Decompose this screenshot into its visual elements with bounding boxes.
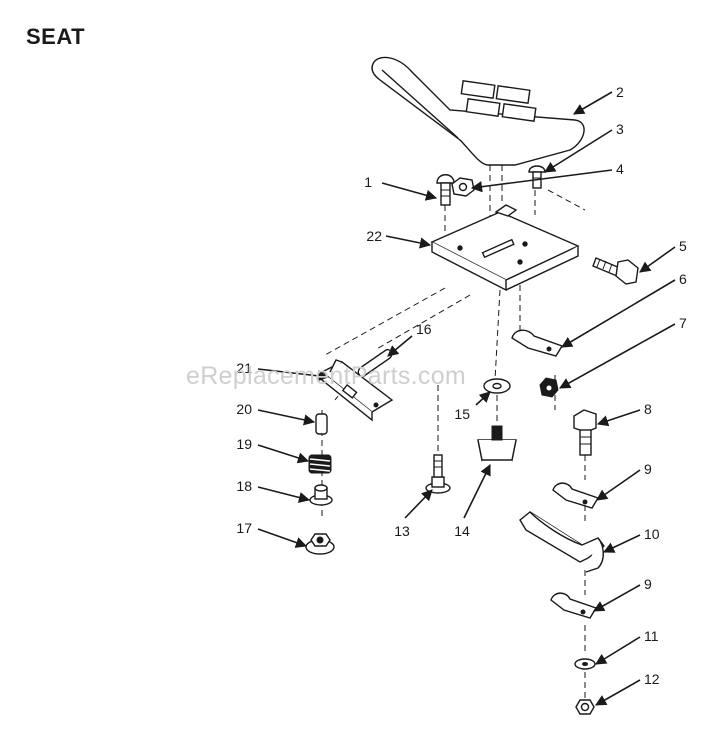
lock-nut-part — [539, 377, 559, 398]
clip-lower-part — [550, 592, 598, 619]
seat-knob-part — [477, 425, 517, 462]
seat-bolt-part — [528, 165, 546, 189]
callout-22: 22 — [366, 228, 382, 244]
bushing-part — [309, 484, 333, 506]
callout-20: 20 — [236, 401, 252, 417]
roll-pin-part — [357, 348, 393, 378]
support-bracket-part — [519, 511, 605, 573]
adjustment-bracket-part — [320, 359, 394, 422]
callout-17: 17 — [236, 520, 252, 536]
shoulder-bolt-part — [425, 454, 451, 494]
clip-upper-part — [552, 482, 600, 509]
callout-labels: 1 2 3 4 5 6 7 8 9 10 9 11 12 13 14 15 16… — [236, 84, 687, 687]
carriage-bolt-part — [436, 174, 455, 206]
callout-6: 6 — [679, 271, 687, 287]
callout-9-upper: 9 — [644, 461, 652, 477]
callout-11: 11 — [644, 628, 659, 644]
callout-15: 15 — [454, 406, 470, 422]
leader-arrows — [257, 91, 676, 706]
callout-8: 8 — [644, 401, 652, 417]
callout-10: 10 — [644, 526, 660, 542]
callout-4: 4 — [616, 161, 624, 177]
callout-19: 19 — [236, 436, 252, 452]
mounting-plate-part — [430, 204, 580, 292]
callout-1: 1 — [364, 174, 372, 190]
hex-nut-part — [451, 177, 475, 197]
callout-12: 12 — [644, 671, 660, 687]
callout-3: 3 — [616, 121, 624, 137]
callout-2: 2 — [616, 84, 624, 100]
callout-7: 7 — [679, 315, 687, 331]
callout-21: 21 — [236, 360, 252, 376]
callout-9-lower: 9 — [644, 576, 652, 592]
spring-pin-part — [315, 413, 328, 435]
seat-clip-part — [511, 329, 564, 357]
seat-pan-part — [371, 56, 585, 166]
lock-washer-part — [574, 658, 596, 670]
callout-16: 16 — [416, 321, 432, 337]
flange-nut-part — [305, 533, 335, 555]
diagram-title: SEAT — [26, 24, 86, 49]
callout-18: 18 — [236, 478, 252, 494]
callout-14: 14 — [454, 523, 470, 539]
flat-washer-part — [483, 378, 511, 394]
bottom-nut-part — [575, 699, 595, 715]
spring-part — [308, 454, 332, 474]
hex-head-bolt-part — [573, 409, 597, 456]
callout-5: 5 — [679, 238, 687, 254]
hex-bolt-part — [592, 257, 639, 285]
callout-13: 13 — [394, 523, 410, 539]
